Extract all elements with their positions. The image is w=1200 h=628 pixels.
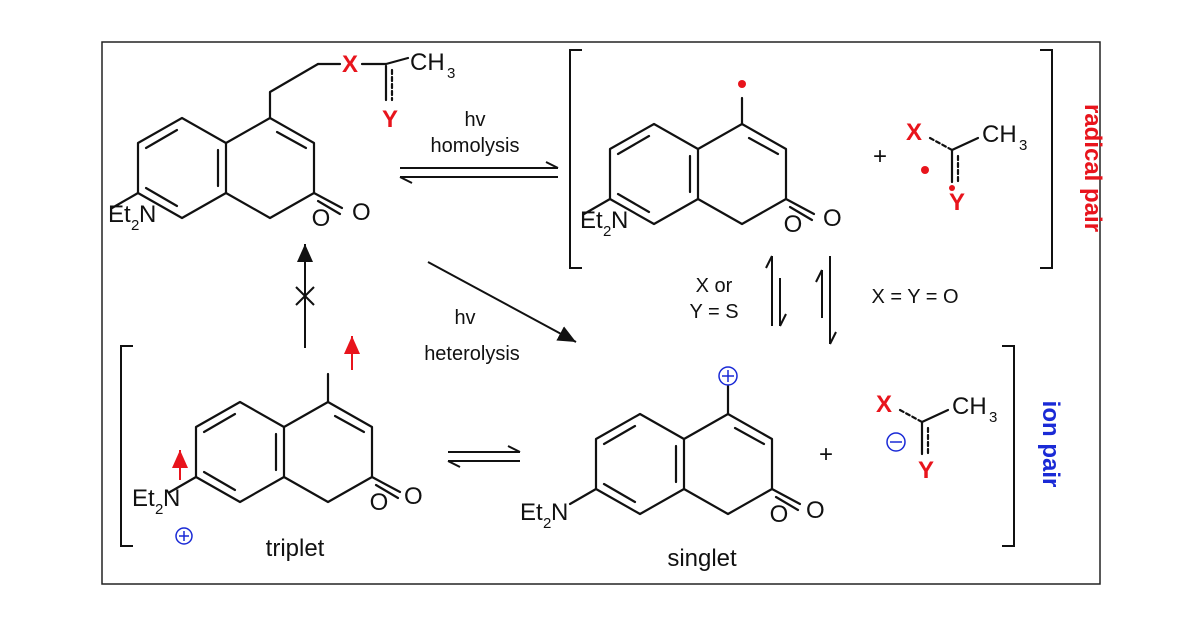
carbonyl-oxygen: O: [806, 497, 825, 524]
radical-ion-equilibria: X or Y = S X = Y = O: [689, 255, 959, 345]
radical-dot-icon: [921, 166, 929, 174]
frame: [101, 41, 1101, 585]
positive-charge-icon: [718, 366, 738, 386]
ion-pair-label: ion pair: [1037, 401, 1064, 488]
hv-label-bottom: hv: [454, 307, 475, 329]
y-atom: Y: [382, 106, 398, 133]
x-atom: X: [876, 391, 892, 418]
methyl-ch: CH: [982, 121, 1017, 148]
ring-oxygen: O: [784, 211, 803, 238]
carbonyl-oxygen: O: [823, 205, 842, 232]
x-eq-y-eq-o-label: X = Y = O: [871, 286, 958, 308]
et-sub: 2: [603, 223, 611, 240]
ring-oxygen: O: [370, 489, 389, 516]
et-label: Et: [520, 499, 543, 526]
methyl-ch: CH: [410, 49, 445, 76]
y-atom: Y: [949, 189, 965, 216]
triplet-state: O O Et 2 N triplet: [120, 336, 423, 562]
amine-n: N: [611, 207, 628, 234]
y-eq-s-label: Y = S: [689, 301, 738, 323]
homolysis-equilibrium: hv homolysis: [399, 109, 559, 184]
methyl-sub: 3: [447, 65, 455, 82]
et-sub: 2: [155, 501, 163, 518]
amine-n: N: [551, 499, 568, 526]
carbonyl-oxygen: O: [404, 483, 423, 510]
et-label: Et: [580, 207, 603, 234]
plus-sign: +: [873, 143, 887, 170]
methyl-sub: 3: [1019, 137, 1027, 154]
methyl-ch: CH: [952, 393, 987, 420]
blocked-arrow: [295, 244, 315, 348]
homolysis-label: homolysis: [431, 135, 520, 157]
methyl-sub: 3: [989, 409, 997, 426]
spin-equilibrium: [447, 445, 521, 468]
amine-n: N: [163, 485, 180, 512]
triplet-label: triplet: [266, 535, 325, 562]
ion-pair: O O Et 2 N singlet + X Y CH 3 ion pair: [520, 345, 1064, 572]
hv-label-top: hv: [464, 109, 485, 131]
et-label: Et: [132, 485, 155, 512]
negative-charge-icon: [886, 432, 906, 452]
x-atom: X: [906, 119, 922, 146]
y-atom: Y: [918, 457, 934, 484]
ring-oxygen: O: [770, 501, 789, 528]
heterolysis-arrow: hv heterolysis: [424, 261, 577, 365]
caged-ester-molecule: X Y CH 3 O O Et 2 N: [108, 49, 455, 234]
radical-dot-icon: [949, 185, 955, 191]
radical-pair: O O Et 2 N + X Y CH 3 radical pair: [569, 49, 1106, 269]
positive-charge-icon: [175, 527, 193, 545]
plus-sign: +: [819, 441, 833, 468]
et-sub: 2: [131, 217, 139, 234]
amine-n: N: [139, 201, 156, 228]
radical-pair-label: radical pair: [1079, 104, 1106, 232]
carbonyl-oxygen: O: [352, 199, 371, 226]
radical-dot-icon: [738, 80, 746, 88]
heterolysis-label: heterolysis: [424, 343, 520, 365]
x-or-label: X or: [696, 275, 733, 297]
singlet-label: singlet: [667, 545, 737, 572]
ring-oxygen: O: [312, 205, 331, 232]
et-label: Et: [108, 201, 131, 228]
x-atom: X: [342, 51, 358, 78]
et-sub: 2: [543, 515, 551, 532]
